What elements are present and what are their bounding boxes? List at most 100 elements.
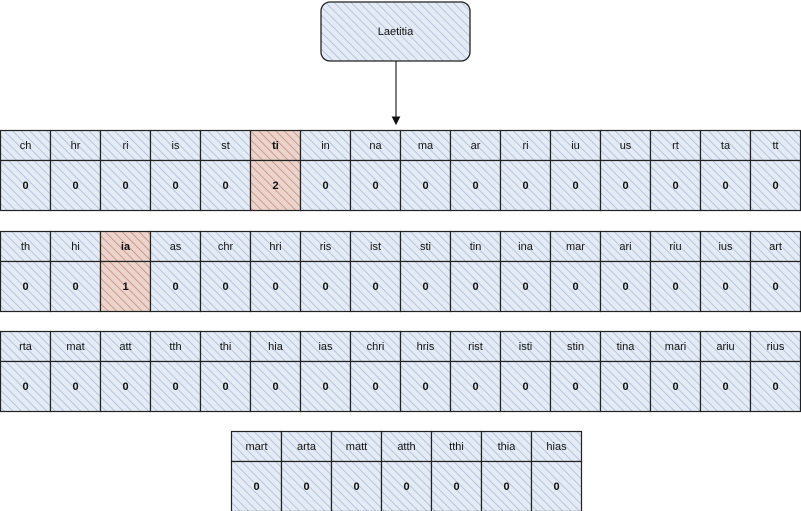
- ngram-token-box: [699, 330, 752, 363]
- ngram-count-box: [399, 260, 452, 313]
- ngram-token-label: ch: [20, 140, 32, 152]
- ngram-token-box: [480, 430, 533, 463]
- ngram-count-box: [149, 360, 202, 413]
- ngram-count-value: 0: [222, 180, 228, 192]
- ngram-count-box: [249, 260, 302, 313]
- ngram-token-label: ia: [121, 241, 131, 253]
- ngram-count-value: 0: [303, 481, 309, 493]
- ngram-token-box: [230, 430, 283, 463]
- ngram-cell: ta0: [699, 129, 752, 212]
- ngram-token-box: [249, 330, 302, 363]
- ngram-token-label: hr: [71, 140, 81, 152]
- ngram-token-box: [249, 129, 302, 162]
- ngram-token-label: tina: [617, 341, 636, 353]
- ngram-token-box: [49, 230, 102, 263]
- ngram-token-label: hi: [71, 241, 80, 253]
- ngram-count-box: [699, 260, 752, 313]
- ngram-count-value: 0: [72, 180, 78, 192]
- ngram-token-label: tthi: [449, 441, 464, 453]
- ngram-token-label: mari: [665, 341, 686, 353]
- ngram-row: ch0hr0ri0is0st0ti2in0na0ma0ar0ri0iu0us0r…: [0, 129, 801, 212]
- ngram-count-value: 0: [722, 180, 728, 192]
- ngram-count-value: 0: [522, 180, 528, 192]
- ngram-token-label: arta: [297, 441, 317, 453]
- ngram-token-label: ariu: [716, 341, 734, 353]
- ngram-count-value: 0: [472, 180, 478, 192]
- ngram-count-value: 2: [272, 180, 278, 192]
- ngram-token-box: [199, 230, 252, 263]
- ngram-count-value: 0: [272, 381, 278, 393]
- ngram-count-value: 0: [172, 281, 178, 293]
- ngram-token-label: isti: [519, 341, 532, 353]
- ngram-count-box: [0, 260, 52, 313]
- ngram-count-box: [699, 360, 752, 413]
- ngram-token-label: mar: [566, 241, 585, 253]
- ngram-count-value: 0: [772, 381, 778, 393]
- ngram-count-box: [549, 360, 602, 413]
- ngram-count-box: [99, 159, 152, 212]
- ngram-cell: arta 0: [280, 430, 333, 511]
- ngram-count-box: [49, 159, 102, 212]
- ngram-count-box: [530, 460, 583, 511]
- ngram-token-label: ri: [122, 140, 128, 152]
- ngram-grid: ch0hr0ri0is0st0ti2in0na0ma0ar0ri0iu0us0r…: [0, 129, 801, 511]
- ngram-count-box: [99, 260, 152, 313]
- ngram-token-label: ius: [718, 241, 733, 253]
- ngram-token-box: [99, 330, 152, 363]
- ngram-cell: hia 0: [249, 330, 302, 413]
- ngram-cell: ti2: [249, 129, 302, 212]
- ngram-count-value: 0: [672, 180, 678, 192]
- ngram-count-value: 0: [422, 381, 428, 393]
- ngram-count-value: 0: [253, 481, 259, 493]
- ngram-count-value: 0: [222, 281, 228, 293]
- ngram-token-label: chr: [218, 241, 234, 253]
- ngram-count-value: 0: [353, 481, 359, 493]
- ngram-token-box: [280, 430, 333, 463]
- ngram-token-label: as: [170, 241, 182, 253]
- ngram-count-value: 0: [622, 180, 628, 192]
- ngram-count-box: [349, 260, 402, 313]
- ngram-token-label: hia: [268, 341, 284, 353]
- ngram-count-value: 0: [472, 281, 478, 293]
- ngram-count-value: 0: [553, 481, 559, 493]
- ngram-token-label: rt: [672, 140, 679, 152]
- ngram-token-label: ias: [318, 341, 333, 353]
- ngram-count-box: [299, 360, 352, 413]
- ngram-count-value: 0: [453, 481, 459, 493]
- ngram-token-label: sti: [420, 241, 431, 253]
- ngram-count-value: 0: [322, 381, 328, 393]
- ngram-token-box: [349, 230, 402, 263]
- ngram-count-box: [649, 360, 702, 413]
- ngram-token-label: iu: [571, 140, 580, 152]
- ngram-count-box: [649, 159, 702, 212]
- ngram-count-box: [449, 360, 502, 413]
- ngram-token-label: in: [321, 140, 330, 152]
- ngram-count-box: [149, 260, 202, 313]
- ngram-token-box: [649, 330, 702, 363]
- ngram-token-box: [0, 330, 52, 363]
- ngram-token-label: stin: [567, 341, 584, 353]
- ngram-token-box: [599, 230, 652, 263]
- ngram-cell: ias 0: [299, 330, 352, 413]
- ngram-token-label: riu: [669, 241, 681, 253]
- ngram-cell: sti 0: [399, 230, 452, 313]
- ngram-count-value: 0: [672, 381, 678, 393]
- ngram-count-value: 0: [522, 281, 528, 293]
- ngram-count-value: 0: [772, 281, 778, 293]
- root-node: Laetitia: [320, 1, 471, 62]
- ngram-count-box: [330, 460, 383, 511]
- ngram-count-value: 0: [422, 281, 428, 293]
- ngram-token-label: mat: [66, 341, 84, 353]
- ngram-count-box: [549, 159, 602, 212]
